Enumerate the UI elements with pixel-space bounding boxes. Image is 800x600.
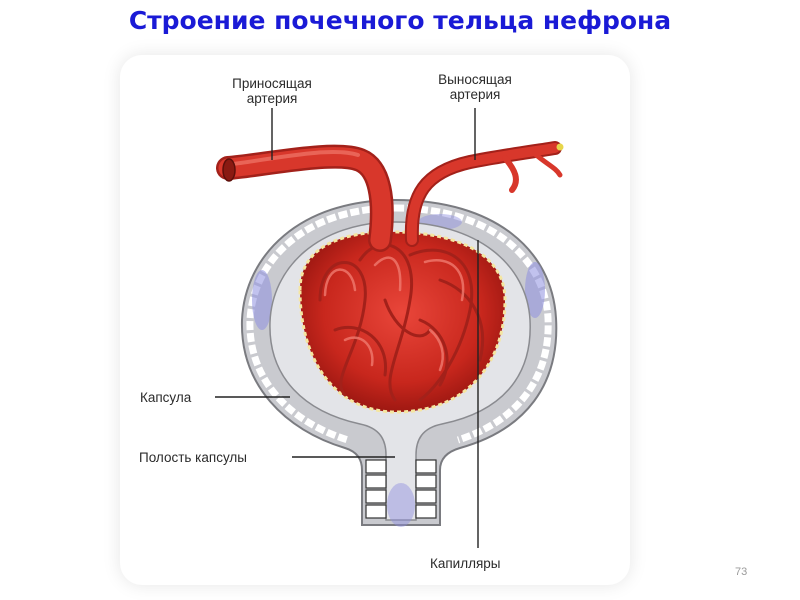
capsule-cavity-label: Полость капсулы <box>139 450 247 465</box>
tubule-cells <box>365 459 437 519</box>
glomerulus <box>298 230 507 414</box>
efferent-label-line2: артерия <box>450 87 501 102</box>
efferent-label-line1: Выносящая <box>438 72 512 87</box>
slide-title: Строение почечного тельца нефрона <box>128 6 672 35</box>
leader-lines <box>215 108 479 548</box>
capillaries-label: Капилляры <box>430 556 501 571</box>
page-number: 73 <box>735 566 748 578</box>
afferent-label-line2: артерия <box>247 91 298 106</box>
arterioles <box>216 141 564 252</box>
afferent-label-line1: Приносящая <box>232 76 312 91</box>
capsule-label: Капсула <box>140 390 192 405</box>
